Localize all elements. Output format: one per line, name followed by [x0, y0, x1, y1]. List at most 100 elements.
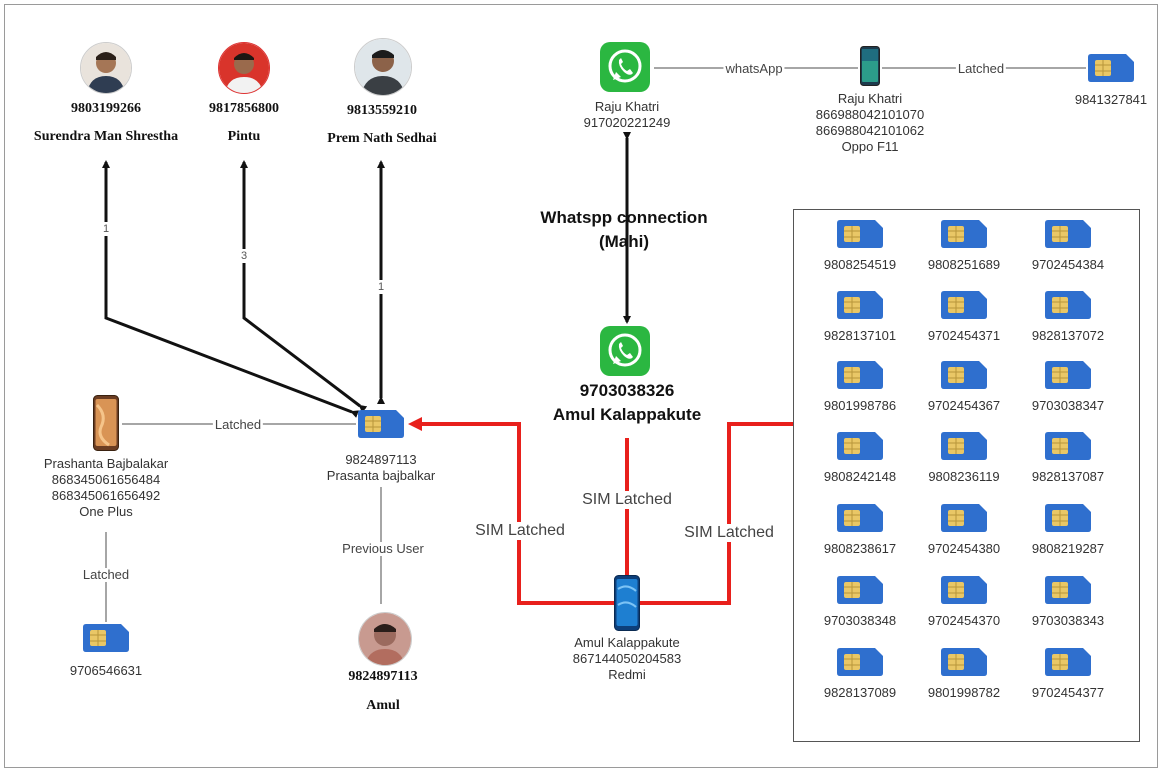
center-sim-name: Prasanta bajbalkar — [326, 468, 436, 483]
avatar-amul — [358, 612, 412, 666]
panel-sim-item: 9703038348 — [810, 576, 910, 629]
panel-sim-number: 9808236119 — [928, 469, 1000, 484]
panel-sim-number: 9808242148 — [823, 469, 897, 484]
edge-tag-pintu: 3 — [240, 249, 248, 263]
panel-sim-number: 9702454380 — [927, 541, 1001, 556]
amul-number: 9824897113 — [348, 669, 418, 684]
sim-card-icon — [837, 291, 883, 319]
center-sim-info: 9824897113 Prasanta bajbalkar — [327, 452, 435, 484]
panel-sim-item: 9828137072 — [1018, 291, 1118, 344]
panel-sim-number: 9703038343 — [1031, 613, 1105, 628]
surendra-number: 9803199266 — [71, 101, 141, 116]
sim-card-icon — [837, 361, 883, 389]
raju-phone-imei1: 866988042101070 — [815, 107, 925, 122]
panel-sim-number: 9828137101 — [823, 328, 897, 343]
panel-sim-item: 9702454367 — [914, 361, 1014, 414]
panel-sim-number: 9801998782 — [927, 685, 1001, 700]
sim-card-icon — [1045, 504, 1091, 532]
panel-sim-number: 9702454370 — [927, 613, 1001, 628]
panel-sim-item: 9702454370 — [914, 576, 1014, 629]
sim-card-icon — [837, 432, 883, 460]
sim-card-icon — [941, 432, 987, 460]
panel-sim-number: 9808238617 — [823, 541, 897, 556]
panel-sim-item: 9703038347 — [1018, 361, 1118, 414]
phone-icon-amul — [614, 575, 640, 636]
panel-sim-item: 9808219287 — [1018, 504, 1118, 557]
sim-latched-label-left: SIM Latched — [473, 522, 567, 540]
panel-sim-item: 9801998786 — [810, 361, 910, 414]
panel-sim-number: 9801998786 — [823, 398, 897, 413]
sim-card-icon — [1045, 361, 1091, 389]
phone-icon-raju — [860, 46, 880, 91]
amul-phone-model: Redmi — [608, 667, 646, 682]
panel-sim-item: 9828137087 — [1018, 432, 1118, 485]
sim-card-icon — [941, 504, 987, 532]
prashanta-phone-info: Prashanta Bajbalakar 868345061656484 868… — [44, 456, 168, 520]
link-red-amul-phone-to-center — [408, 417, 614, 605]
whatsapp-edge-label: whatsApp — [723, 61, 785, 76]
prashanta-phone-name: Prashanta Bajbalakar — [43, 456, 169, 471]
panel-sim-number: 9808251689 — [927, 257, 1001, 272]
prashanta-phone-imei1: 868345061656484 — [51, 472, 161, 487]
sim-card-icon — [941, 361, 987, 389]
raju-phone-info: Raju Khatri 866988042101070 866988042101… — [816, 91, 924, 155]
panel-sim-number: 9828137087 — [1031, 469, 1105, 484]
latched-edge-label-raju: Latched — [955, 61, 1007, 76]
raju-whatsapp-info: Raju Khatri 917020221249 — [584, 99, 671, 131]
amul-phone-imei: 867144050204583 — [572, 651, 682, 666]
panel-sim-number: 9702454384 — [1031, 257, 1105, 272]
sim-card-icon — [941, 220, 987, 248]
panel-sim-number: 9702454371 — [927, 328, 1001, 343]
edge-tag-prem: 1 — [377, 280, 385, 294]
panel-sim-number: 9703038348 — [823, 613, 897, 628]
amul-name: Amul — [366, 698, 400, 713]
center-sim-number: 9824897113 — [345, 452, 417, 467]
panel-sim-item: 9703038343 — [1018, 576, 1118, 629]
sim-card-icon — [1045, 220, 1091, 248]
sim-card-icon-center — [358, 410, 404, 438]
sim-card-icon-prashanta — [83, 624, 129, 652]
sim-latched-label-right: SIM Latched — [682, 524, 776, 542]
phone-icon-prashanta — [93, 395, 119, 456]
whatsapp-connection-title: Whatspp connection — [540, 208, 708, 227]
avatar-pintu — [218, 42, 270, 94]
sim-card-icon — [837, 648, 883, 676]
surendra-name: Surendra Man Shrestha — [33, 129, 179, 144]
panel-sim-item: 9702454371 — [914, 291, 1014, 344]
prashanta-phone-model: One Plus — [79, 504, 133, 519]
sim-card-icon — [1045, 432, 1091, 460]
prashanta-phone-imei2: 868345061656492 — [51, 488, 161, 503]
panel-sim-item: 9808254519 — [810, 220, 910, 273]
panel-sim-item: 9808251689 — [914, 220, 1014, 273]
pintu-number: 9817856800 — [209, 101, 279, 116]
raju-sim-number: 9841327841 — [1074, 92, 1148, 107]
pintu-name: Pintu — [227, 129, 261, 144]
raju-whatsapp-number: 917020221249 — [583, 115, 671, 130]
panel-sim-item: 9808236119 — [914, 432, 1014, 485]
raju-phone-name: Raju Khatri — [837, 91, 903, 106]
sim-card-icon — [837, 504, 883, 532]
panel-sim-number: 9808254519 — [823, 257, 897, 272]
whatsapp-connection-subtitle: (Mahi) — [598, 232, 650, 251]
avatar-surendra — [80, 42, 132, 94]
panel-sim-item: 9808242148 — [810, 432, 910, 485]
latched-edge-label-prashanta: Latched — [212, 417, 264, 432]
panel-sim-number: 9703038347 — [1031, 398, 1105, 413]
amul-whatsapp-name: Amul Kalappakute — [552, 405, 702, 424]
sim-card-icon — [837, 576, 883, 604]
sim-card-icon — [837, 220, 883, 248]
panel-sim-number: 9702454367 — [927, 398, 1001, 413]
prashanta-sim-number: 9706546631 — [69, 663, 143, 678]
sim-card-panel: 9808254519 9808251689 9702454384 9828137101… — [793, 209, 1140, 742]
panel-sim-item: 9828137101 — [810, 291, 910, 344]
avatar-prem — [354, 38, 412, 96]
sim-card-icon-raju — [1088, 54, 1134, 82]
edge-tag-surendra: 1 — [102, 222, 110, 236]
sim-latched-label-middle: SIM Latched — [580, 491, 674, 509]
sim-card-icon — [1045, 576, 1091, 604]
panel-sim-item: 9702454377 — [1018, 648, 1118, 701]
amul-whatsapp-number: 9703038326 — [579, 381, 675, 400]
prem-number: 9813559210 — [347, 103, 417, 118]
panel-sim-number: 9828137072 — [1031, 328, 1105, 343]
